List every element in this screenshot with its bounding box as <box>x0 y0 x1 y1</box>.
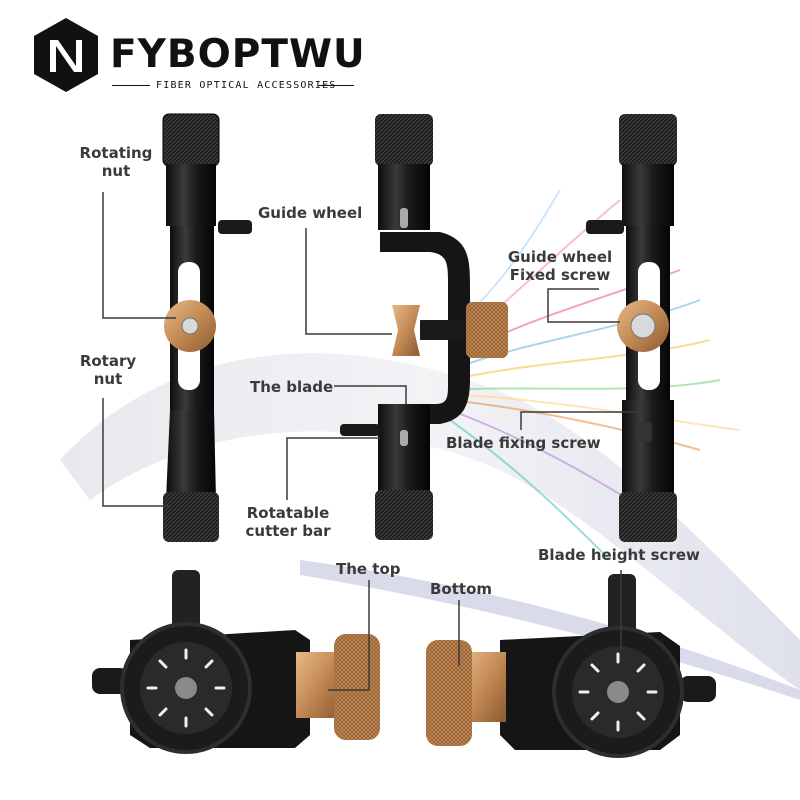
stripper-tool-side-view <box>162 113 252 542</box>
label-guide-wheel-fixed-screw: Guide wheel Fixed screw <box>507 248 613 284</box>
brand-name: FYBOPTWU <box>110 32 366 77</box>
stripper-tool-front-view <box>340 114 508 540</box>
label-bottom: Bottom <box>430 580 493 598</box>
label-the-top: The top <box>336 560 401 578</box>
stripper-tool-back-view <box>586 114 677 542</box>
label-the-blade: The blade <box>250 378 334 396</box>
tagline-rule-left <box>112 85 150 86</box>
brand-logo <box>34 18 98 92</box>
brand-tagline: FIBER OPTICAL ACCESSORIES <box>156 80 337 91</box>
tagline-rule-right <box>318 85 354 86</box>
label-rotating-nut: Rotating nut <box>79 144 153 180</box>
stripper-tool-end-view-bottom <box>426 574 716 758</box>
label-guide-wheel: Guide wheel <box>258 204 363 222</box>
label-rotary-nut: Rotary nut <box>79 352 137 388</box>
callout-leader-lines <box>102 192 636 691</box>
label-blade-fixing-screw: Blade fixing screw <box>446 434 601 452</box>
stripper-tool-end-view-top <box>92 570 380 754</box>
label-blade-height-screw: Blade height screw <box>538 546 700 564</box>
label-rotatable-cutter-bar: Rotatable cutter bar <box>245 504 331 540</box>
